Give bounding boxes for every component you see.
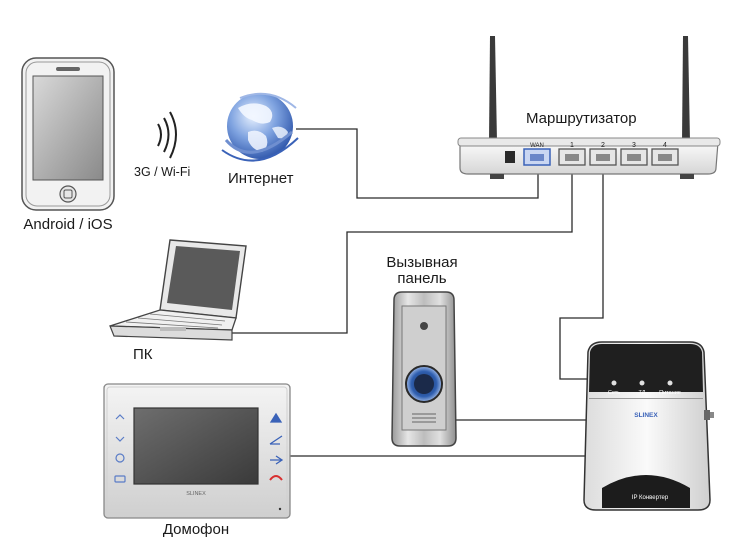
router-port-label-4: 4: [663, 142, 667, 149]
led-power-label: Питание: [659, 390, 681, 396]
led-td-label: ТД: [639, 390, 646, 396]
laptop: [109, 239, 247, 341]
globe-icon: [221, 92, 299, 162]
ip-converter: Сеть ТД Питание SLINEX IP Конвертер: [583, 341, 714, 511]
camera-icon: [420, 322, 428, 330]
monitor-left-buttons: [114, 414, 126, 483]
intercom-monitor: SLINEX: [103, 383, 291, 519]
router-port-label-3: 3: [632, 142, 636, 149]
monitor-brand: SLINEX: [186, 491, 206, 497]
router-port-label-1: 1: [570, 142, 574, 149]
wireless-signal-icon: [157, 111, 177, 159]
router-port-label-wan: WAN: [530, 143, 544, 149]
led-network-label: Сеть: [608, 390, 620, 396]
call-panel-label-line1: Вызывная: [386, 254, 458, 271]
router-label: Маршрутизатор: [526, 110, 637, 127]
router-port-label-2: 2: [601, 142, 605, 149]
call-panel-label-line2: панель: [397, 270, 447, 287]
internet-label: Интернет: [228, 170, 294, 187]
monitor-right-buttons: [269, 412, 284, 481]
pc-router-cable: [222, 164, 573, 334]
monitor-screen: [133, 407, 259, 485]
wireless-label: 3G / Wi-Fi: [134, 165, 191, 179]
led-network: [611, 380, 617, 386]
call-panel: [391, 291, 457, 447]
led-power: [667, 380, 673, 386]
converter-brand: SLINEX: [634, 412, 658, 419]
router-converter-cable: [559, 164, 604, 380]
router: WAN 1 2 3 4: [457, 36, 721, 179]
converter-name: IP Конвертер: [632, 495, 669, 501]
connection-lines: [222, 128, 604, 457]
internet-router-cable: [296, 128, 539, 199]
led-td: [639, 380, 645, 386]
pc-label: ПК: [133, 346, 153, 363]
smartphone: [21, 57, 115, 211]
android-ios-label: Android / iOS: [23, 216, 113, 233]
intercom-label: Домофон: [162, 521, 230, 538]
